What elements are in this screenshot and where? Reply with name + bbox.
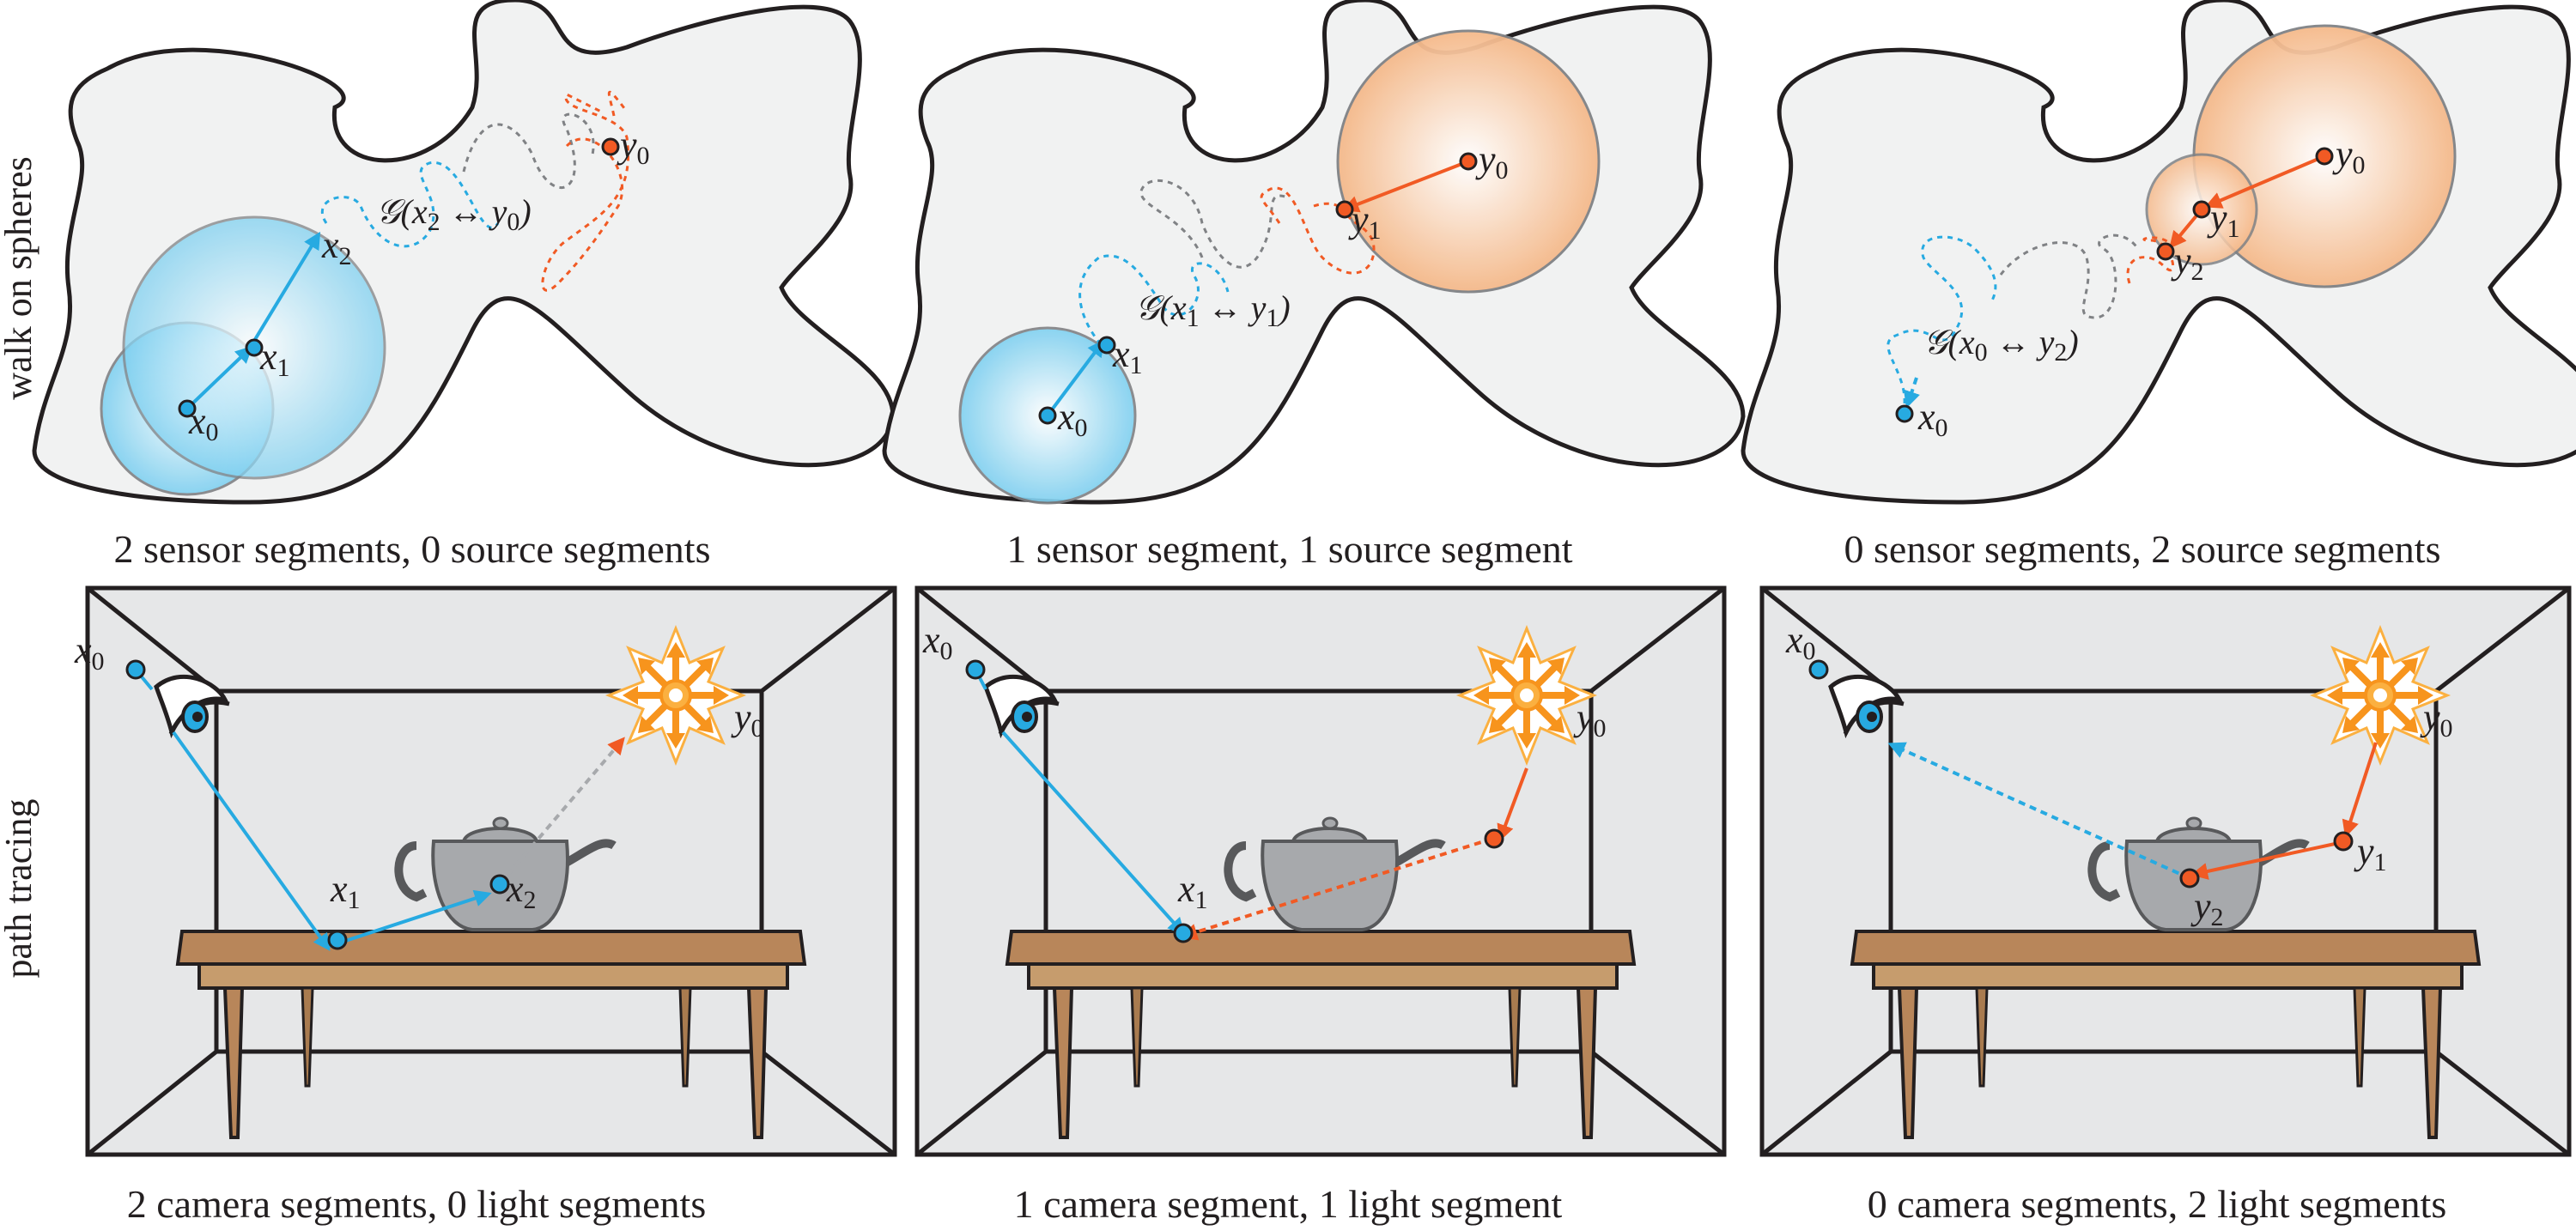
label-x0: x0 [1785,619,1816,665]
green-function-label: 𝒢(x1 ↔ y1) [1135,288,1291,332]
wos-panel-3: x0 y0 y1 y2 𝒢(x0 ↔ y2) 0 sensor segments… [1743,0,2576,571]
label-x0: x0 [922,619,953,665]
label-y0: y0 [1475,138,1509,185]
caption-wos-2: 1 sensor segment, 1 source segment [1006,527,1572,571]
caption-wos-3: 0 sensor segments, 2 source segments [1844,527,2441,571]
point-y1 [1484,828,1504,849]
label-x0: x0 [188,400,219,446]
point-x0 [1038,406,1057,425]
wos-panel-2: x0 x1 y0 y1 𝒢(x1 ↔ y1) 1 sensor segment,… [884,0,1743,571]
label-y1: y1 [2207,197,2240,243]
point-x1 [1097,336,1116,355]
label-x1: x1 [259,336,290,382]
label-x1: x1 [330,868,361,914]
point-y1 [1335,200,1354,219]
label-y0: y0 [2332,133,2366,179]
label-x1: x1 [1177,868,1208,914]
point-x2 [489,874,510,894]
point-y0 [601,137,620,156]
label-y1: y1 [1348,198,1382,245]
label-y2: y2 [2171,240,2204,286]
caption-pt-1: 2 camera segments, 0 light segments [127,1182,707,1226]
point-y0 [2315,147,2334,166]
label-x2: x2 [321,224,352,270]
point-y1 [2192,200,2211,219]
green-function-label: 𝒢(x2 ↔ y0) [376,192,532,236]
pt-panel-1: x0 x1 x2 y0 2 camera segments, 0 light s… [74,588,895,1226]
point-x0 [1895,404,1914,423]
point-x0 [125,659,146,680]
row-label-walk-on-spheres: walk on spheres [0,156,39,400]
row-label-path-tracing: path tracing [0,799,39,979]
point-x0 [965,659,986,680]
point-y1 [2333,831,2354,852]
caption-wos-1: 2 sensor segments, 0 source segments [114,527,711,571]
pt-panel-2: x0 x1 y0 1 camera segment, 1 light segme… [917,588,1724,1226]
label-x2: x2 [506,868,537,914]
caption-pt-2: 1 camera segment, 1 light segment [1014,1182,1563,1226]
caption-pt-3: 0 camera segments, 2 light segments [1868,1182,2447,1226]
label-y1: y1 [2354,830,2387,876]
label-y0: y0 [731,696,764,743]
green-function-label: 𝒢(x0 ↔ y2) [1923,323,2079,367]
point-y0 [1459,152,1478,171]
label-y0: y0 [1573,696,1607,743]
label-y0: y0 [2420,696,2453,743]
point-x0 [1808,659,1829,680]
point-y2 [2179,868,2200,888]
label-y2: y2 [2190,885,2224,931]
wos-panel-1: x0 x1 x2 y0 𝒢(x2 ↔ y0) 2 sensor segments… [34,0,893,571]
point-x0 [178,399,197,418]
label-y0: y0 [617,124,650,170]
label-x0: x0 [1917,396,1948,442]
point-x1 [1173,923,1194,943]
point-x1 [327,930,348,950]
label-x0: x0 [1057,396,1088,442]
point-x1 [245,338,264,357]
pt-panel-3: x0 y0 y1 y2 0 camera segments, 2 light s… [1762,588,2569,1226]
label-x1: x1 [1112,333,1143,379]
point-y2 [2156,242,2175,261]
label-x0: x0 [74,629,105,676]
